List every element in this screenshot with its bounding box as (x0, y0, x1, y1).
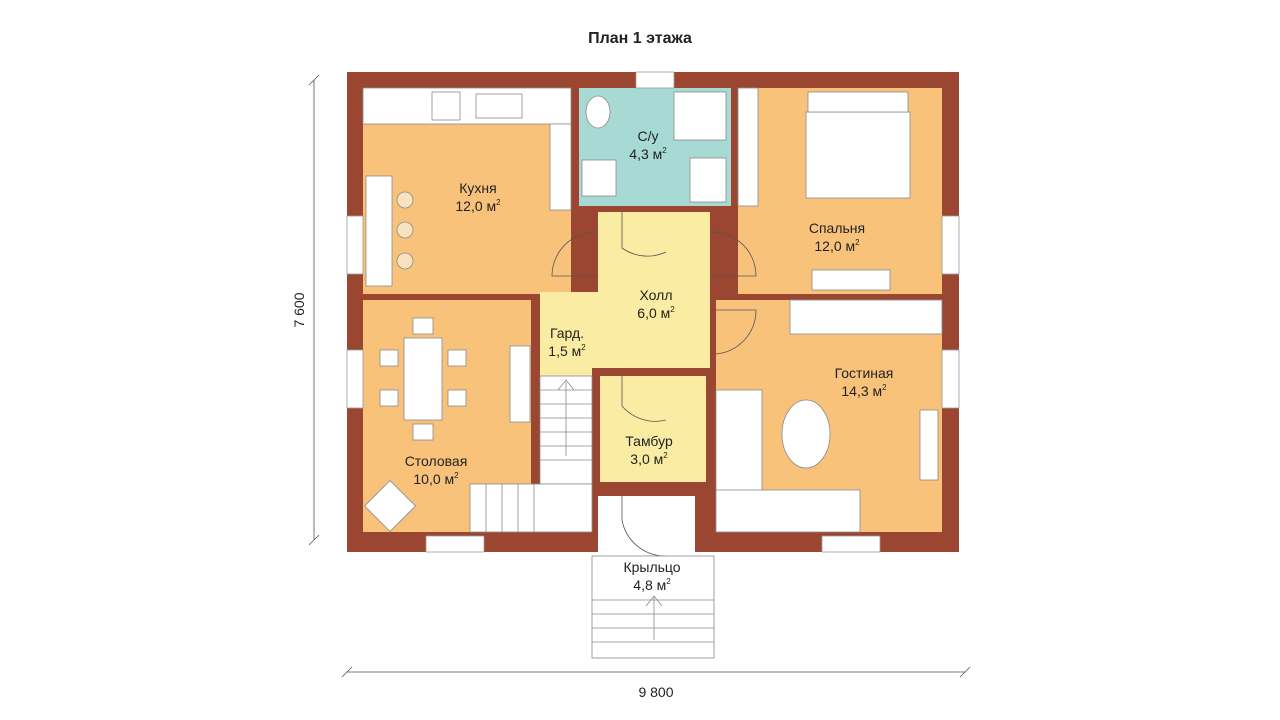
room-area-value: 3,0 (630, 451, 650, 467)
area-unit: м (873, 383, 883, 399)
window-kitchen-left (346, 215, 364, 275)
room-area-value: 6,0 (637, 305, 657, 321)
room-area-wardrobe: 1,5 м2 (548, 343, 586, 359)
plan-title: План 1 этажа (588, 30, 692, 47)
room-vestibule-fill (600, 376, 706, 482)
door-bedroom (709, 231, 757, 277)
room-area-value: 14,3 (841, 383, 868, 399)
area-unit: м (654, 451, 664, 467)
room-name-porch: Крыльцо (623, 559, 680, 575)
area-unit-sup: 2 (454, 471, 459, 480)
window-living-bottom (821, 535, 881, 553)
room-area-value: 4,3 (629, 146, 649, 162)
window-dining-left (346, 349, 364, 409)
area-unit-sup: 2 (855, 238, 860, 247)
room-area-value: 10,0 (413, 471, 440, 487)
door-vestibule (621, 376, 667, 422)
room-area-bathroom: 4,3 м2 (629, 146, 667, 162)
door-kitchen (551, 231, 599, 277)
area-unit-sup: 2 (581, 343, 586, 352)
area-unit-sup: 2 (666, 577, 671, 586)
dimension-lines (308, 74, 971, 678)
window-living-right (941, 349, 960, 409)
window-dining-bottom (425, 535, 485, 553)
area-unit: м (846, 238, 856, 254)
room-area-value: 4,8 (633, 577, 653, 593)
area-unit-sup: 2 (882, 383, 887, 392)
area-unit-sup: 2 (663, 451, 668, 460)
door-entrance (621, 496, 667, 557)
kitchen-furniture (362, 87, 572, 287)
area-unit: м (572, 343, 582, 359)
staircase (469, 375, 593, 533)
window-bedroom-right (941, 215, 960, 275)
room-area-value: 12,0 (455, 198, 482, 214)
area-unit: м (487, 198, 497, 214)
room-area-bedroom: 12,0 м2 (814, 238, 860, 254)
door-bathroom (621, 212, 667, 257)
room-name-kitchen: Кухня (459, 180, 496, 196)
width-dimension: 9 800 (638, 684, 673, 700)
area-unit: м (661, 305, 671, 321)
room-area-vestibule: 3,0 м2 (630, 451, 668, 467)
area-unit: м (657, 577, 667, 593)
door-living (710, 309, 757, 355)
windows (346, 71, 960, 553)
room-area-hall: 6,0 м2 (637, 305, 675, 321)
bedroom-furniture (737, 87, 911, 291)
height-dimension: 7 600 (291, 292, 307, 327)
window-top (635, 71, 675, 89)
room-name-vestibule: Тамбур (625, 433, 673, 449)
room-name-dining: Столовая (405, 453, 468, 469)
living-furniture (715, 299, 943, 533)
area-unit-sup: 2 (670, 305, 675, 314)
room-area-kitchen: 12,0 м2 (455, 198, 501, 214)
area-unit-sup: 2 (496, 198, 501, 207)
room-hall-fill (598, 212, 710, 292)
room-hall-lower-fill (540, 292, 710, 368)
entrance-notch (598, 496, 695, 556)
room-name-bathroom: С/у (638, 128, 659, 144)
room-name-hall: Холл (640, 287, 673, 303)
dining-furniture (363, 317, 531, 533)
room-area-dining: 10,0 м2 (413, 471, 459, 487)
room-area-living: 14,3 м2 (841, 383, 887, 399)
room-name-living: Гостиная (835, 365, 894, 381)
room-area-value: 12,0 (814, 238, 841, 254)
area-unit: м (445, 471, 455, 487)
area-unit-sup: 2 (662, 146, 667, 155)
doors (551, 212, 757, 557)
room-area-porch: 4,8 м2 (633, 577, 671, 593)
room-labels: Кухня 12,0 м2 С/у 4,3 м2 Спальня 12,0 м2… (405, 128, 894, 593)
room-name-wardrobe: Гард. (550, 325, 584, 341)
bathroom-fixtures (581, 91, 727, 203)
room-area-value: 1,5 (548, 343, 568, 359)
room-name-bedroom: Спальня (809, 220, 865, 236)
area-unit: м (653, 146, 663, 162)
porch-steps (591, 555, 715, 659)
